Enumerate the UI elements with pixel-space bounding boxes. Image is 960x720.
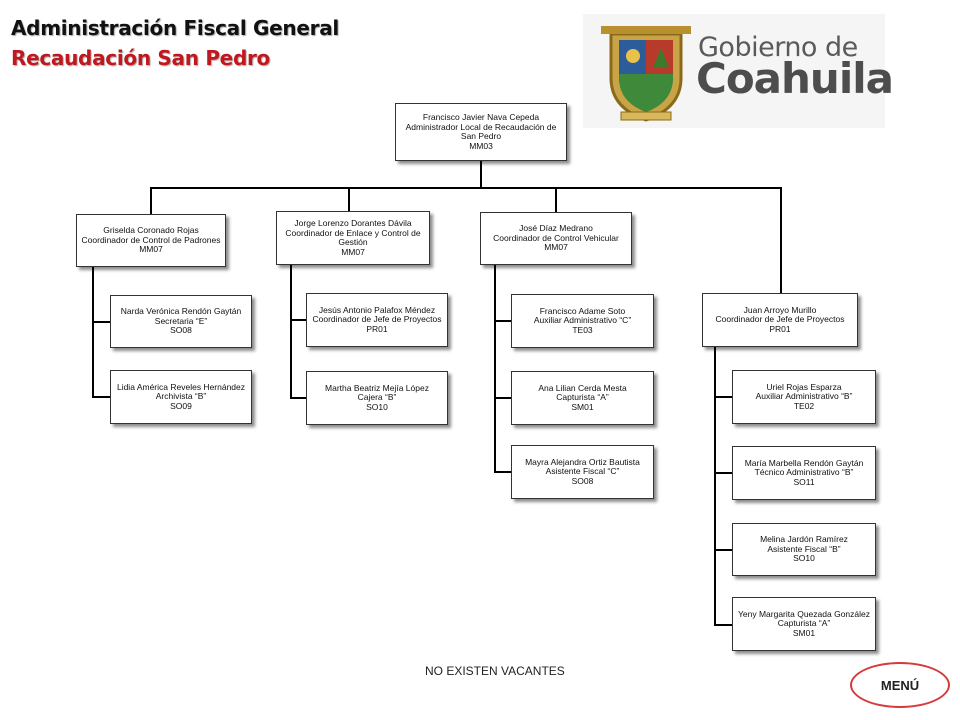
- org-node-coordinator: Juan Arroyo Murillo Coordinador de Jefe …: [702, 293, 858, 347]
- node-name: Francisco Javier Nava Cepeda: [422, 112, 540, 122]
- org-node-staff: Lidia América Reveles Hernández Archivis…: [110, 370, 252, 424]
- connector-line: [780, 187, 782, 293]
- node-code: SO10: [366, 401, 388, 412]
- org-node-staff: Uriel Rojas Esparza Auxiliar Administrat…: [732, 370, 876, 424]
- node-role: Coordinador de Control Vehicular: [493, 232, 619, 243]
- connector-line: [714, 346, 716, 626]
- node-role: Capturista “A”: [777, 618, 831, 629]
- page-subtitle: Recaudación San Pedro: [11, 46, 270, 70]
- node-code: SO10: [793, 553, 815, 564]
- connector-line: [714, 472, 732, 474]
- org-node-staff: Mayra Alejandra Ortiz Bautista Asistente…: [511, 445, 654, 499]
- connector-line: [714, 396, 732, 398]
- node-name: Lidia América Reveles Hernández: [116, 381, 246, 392]
- org-node-root: Francisco Javier Nava Cepeda Administrad…: [395, 103, 567, 161]
- connector-line: [92, 321, 110, 323]
- node-role: Coordinador de Enlace y Control de Gesti…: [285, 227, 421, 247]
- connector-line: [494, 397, 511, 399]
- node-name: Ana Lilian Cerda Mesta: [538, 382, 627, 393]
- org-node-coordinator: José Díaz Medrano Coordinador de Control…: [480, 212, 632, 265]
- node-name: Jorge Lorenzo Dorantes Dávila: [294, 218, 412, 228]
- node-code: PR01: [366, 323, 388, 334]
- org-node-staff: Francisco Adame Soto Auxiliar Administra…: [511, 294, 654, 348]
- connector-line: [290, 264, 292, 399]
- connector-line: [290, 397, 306, 399]
- node-code: MM07: [544, 242, 568, 253]
- node-role: Secretaria “E”: [154, 315, 208, 326]
- node-code: MM07: [139, 244, 163, 255]
- node-code: SO11: [793, 476, 815, 487]
- vacancies-note: NO EXISTEN VACANTES: [425, 664, 565, 678]
- connector-line: [92, 266, 94, 397]
- node-role: Auxiliar Administrativo “C”: [533, 315, 632, 326]
- node-name: Martha Beatriz Mejía López: [325, 382, 429, 393]
- node-name: Yeny Margarita Quezada González: [738, 608, 870, 619]
- node-name: José Díaz Medrano: [519, 223, 593, 234]
- node-name: Narda Verónica Rendón Gaytán: [120, 306, 242, 317]
- node-code: MM07: [341, 246, 365, 257]
- org-node-staff: Yeny Margarita Quezada González Capturis…: [732, 597, 876, 651]
- connector-line: [348, 187, 350, 211]
- connector-line: [480, 160, 482, 188]
- node-code: SO08: [571, 475, 594, 486]
- node-role: Asistente Fiscal “B”: [767, 543, 841, 554]
- connector-line: [494, 264, 496, 473]
- connector-line: [714, 624, 732, 626]
- node-code: TE02: [793, 400, 815, 411]
- connector-line: [555, 187, 557, 212]
- org-node-staff: Melina Jardón Ramírez Asistente Fiscal “…: [732, 523, 876, 576]
- node-role: Cajera “B”: [357, 392, 397, 403]
- node-name: Griselda Coronado Rojas: [103, 225, 199, 236]
- node-code: PR01: [769, 323, 791, 334]
- org-node-staff: Martha Beatriz Mejía López Cajera “B” SO…: [306, 371, 448, 425]
- coahuila-logo: Gobierno de Coahuila: [583, 14, 894, 128]
- org-node-staff: Ana Lilian Cerda Mesta Capturista “A” SM…: [511, 371, 654, 425]
- node-role: Asistente Fiscal “C”: [545, 466, 620, 477]
- node-name: Juan Arroyo Murillo: [743, 304, 817, 315]
- menu-button[interactable]: MENÚ: [850, 662, 950, 708]
- connector-line: [150, 187, 152, 214]
- org-node-staff: Narda Verónica Rendón Gaytán Secretaria …: [110, 295, 252, 348]
- node-role: Auxiliar Administrativo “B”: [755, 391, 853, 402]
- org-node-coordinator: Jorge Lorenzo Dorantes Dávila Coordinado…: [276, 211, 430, 265]
- node-role: Técnico Administrativo “B”: [754, 467, 854, 478]
- node-code: MM03: [469, 140, 493, 151]
- node-code: SO09: [170, 400, 192, 411]
- node-code: SM01: [792, 627, 816, 638]
- connector-line: [150, 187, 782, 189]
- node-name: Melina Jardón Ramírez: [760, 534, 848, 545]
- coat-of-arms-icon: [601, 26, 691, 122]
- node-name: Mayra Alejandra Ortiz Bautista: [525, 456, 640, 467]
- node-role: Administrador Local de Recaudación de Sa…: [405, 121, 557, 141]
- node-code: SO08: [170, 325, 192, 336]
- logo-text-line1: Gobierno de: [698, 32, 858, 63]
- node-name: María Marbella Rendón Gaytán: [744, 457, 864, 468]
- node-name: Francisco Adame Soto: [539, 305, 626, 316]
- node-role: Archivista “B”: [155, 391, 207, 402]
- logo-text-line2: Coahuila: [696, 54, 894, 103]
- node-role: Coordinador de Control de Padrones: [81, 234, 221, 245]
- page-title: Administración Fiscal General: [11, 16, 339, 40]
- org-node-staff: Jesús Antonio Palafox Méndez Coordinador…: [306, 293, 448, 347]
- node-name: Jesús Antonio Palafox Méndez: [318, 304, 436, 315]
- connector-line: [92, 396, 110, 398]
- org-node-coordinator: Griselda Coronado Rojas Coordinador de C…: [76, 214, 226, 267]
- node-code: SM01: [571, 401, 594, 412]
- node-role: Coordinador de Jefe de Proyectos: [312, 314, 442, 325]
- org-node-staff: María Marbella Rendón Gaytán Técnico Adm…: [732, 446, 876, 500]
- node-code: TE03: [572, 324, 593, 335]
- connector-line: [494, 471, 511, 473]
- node-role: Capturista “A”: [556, 392, 609, 403]
- node-name: Uriel Rojas Esparza: [766, 381, 842, 392]
- connector-line: [290, 319, 306, 321]
- node-role: Coordinador de Jefe de Proyectos: [715, 314, 845, 325]
- connector-line: [714, 549, 732, 551]
- connector-line: [494, 320, 511, 322]
